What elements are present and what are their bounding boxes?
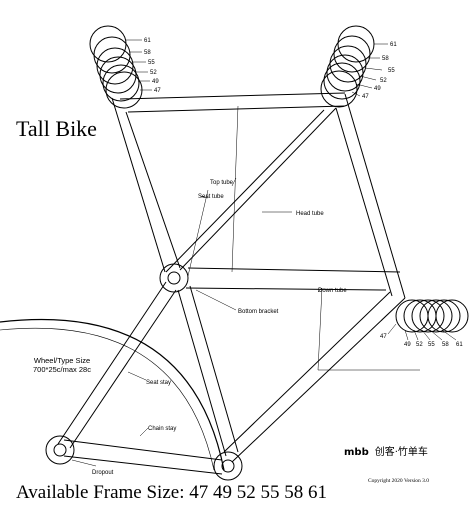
lower-seat-tube xyxy=(177,285,239,457)
leader-lines-top-left xyxy=(126,39,152,91)
lower-bracket xyxy=(213,451,243,481)
brand-logo: mbb 创客·竹单车 xyxy=(344,443,428,458)
brand-mark: mbb xyxy=(344,447,369,458)
size-58-top-right: 58 xyxy=(382,56,389,62)
size-numbers-top-left: 61 58 55 52 49 47 xyxy=(144,38,161,94)
rear-dropout xyxy=(45,435,75,465)
size-58-right: 58 xyxy=(442,342,449,348)
size-47-right: 47 xyxy=(380,334,387,340)
label-down-tube: Down tube xyxy=(318,288,347,294)
size-61-top-right: 61 xyxy=(390,42,397,48)
seat-tube xyxy=(111,97,181,273)
label-chain-stay: Chain stay xyxy=(148,426,176,432)
label-head-tube: Head tube xyxy=(296,211,324,217)
wheel-type-size-value: 700*25c/max 28c xyxy=(33,365,91,374)
seat-stay xyxy=(57,281,177,449)
size-47-top-left: 47 xyxy=(154,88,161,94)
wheel-inner-outline xyxy=(0,327,215,471)
head-tube xyxy=(335,93,406,299)
label-top-tube: Top tube xyxy=(210,180,234,186)
size-circles-top-left xyxy=(89,25,143,109)
label-seat-tube: Seat tube xyxy=(198,194,224,200)
size-52-top-right: 52 xyxy=(380,78,387,84)
top-tube xyxy=(119,92,346,113)
wheel-type-size: Wheel/Type Size 700*25c/max 28c xyxy=(22,356,102,374)
size-numbers-right: 47 49 52 55 58 61 xyxy=(380,334,463,348)
size-49-top-left: 49 xyxy=(152,79,159,85)
size-49-right: 49 xyxy=(404,342,411,348)
size-55-right: 55 xyxy=(428,342,435,348)
size-numbers-top-right: 61 58 55 52 49 47 xyxy=(362,42,397,100)
leader-lines-right xyxy=(387,323,457,341)
wheel-type-size-label: Wheel/Type Size xyxy=(33,356,91,365)
label-seat-stay: Seat stay xyxy=(146,380,171,386)
diagonal-tube xyxy=(165,107,337,273)
size-55-top-left: 55 xyxy=(148,60,155,66)
size-49-top-right: 49 xyxy=(374,86,381,92)
size-52-right: 52 xyxy=(416,342,423,348)
label-dropout: Dropout xyxy=(92,470,114,476)
size-47-top-right: 47 xyxy=(362,94,369,100)
brand-name: 创客·竹单车 xyxy=(374,447,428,458)
wheel-outline xyxy=(0,318,225,471)
size-52-top-left: 52 xyxy=(150,70,157,76)
size-58-top-left: 58 xyxy=(144,50,151,56)
leader-lines-top-right xyxy=(351,43,388,97)
down-tube xyxy=(185,267,401,291)
label-bottom-bracket: Bottom bracket xyxy=(238,309,279,315)
chain-stay xyxy=(63,439,223,475)
label-leaders xyxy=(71,177,323,467)
fork-lower xyxy=(223,291,406,463)
available-frame-sizes: Available Frame Size: 47 49 52 55 58 61 xyxy=(16,482,327,503)
copyright-text: Copyright 2020 Version 3.0 xyxy=(368,478,430,484)
construction-lines xyxy=(187,105,420,371)
size-55-top-right: 55 xyxy=(388,68,395,74)
bottom-bracket-shell xyxy=(159,263,189,293)
size-circles-right xyxy=(395,299,469,333)
size-61-right: 61 xyxy=(456,342,463,348)
size-61-top-left: 61 xyxy=(144,38,151,44)
diagram-title: Tall Bike xyxy=(16,116,97,141)
